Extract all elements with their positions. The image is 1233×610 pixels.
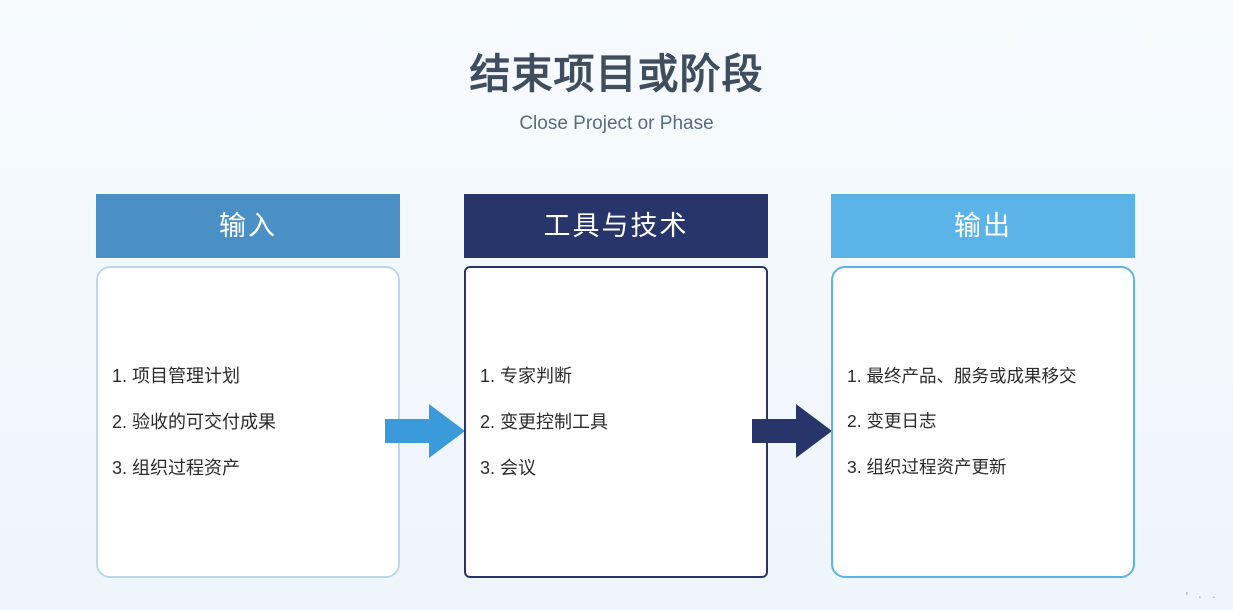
list-item: 2. 变更日志 [847, 411, 937, 432]
column-body-output: 1. 最终产品、服务或成果移交 2. 变更日志 3. 组织过程资产更新 [831, 266, 1135, 578]
column-tools: 工具与技术 1. 专家判断 2. 变更控制工具 3. 会议 [464, 194, 768, 578]
list-item: 2. 变更控制工具 [480, 411, 609, 432]
column-output: 输出 1. 最终产品、服务或成果移交 2. 变更日志 3. 组织过程资产更新 [831, 194, 1135, 578]
page-title: 结束项目或阶段 [469, 51, 764, 97]
column-input: 输入 1. 项目管理计划 2. 验收的可交付成果 3. 组织过程资产 [96, 194, 400, 578]
column-header-tools: 工具与技术 [464, 194, 768, 258]
list-item: 1. 专家判断 [480, 365, 573, 386]
column-body-tools: 1. 专家判断 2. 变更控制工具 3. 会议 [464, 266, 768, 578]
list-item: 3. 会议 [480, 458, 537, 479]
list-item: 2. 验收的可交付成果 [112, 411, 277, 432]
list-item: 1. 项目管理计划 [112, 365, 241, 386]
arrow-input-to-tools [385, 404, 465, 458]
column-header-input: 输入 [96, 194, 400, 258]
corner-marks: ' · · [1185, 589, 1219, 604]
column-header-output: 输出 [831, 194, 1135, 258]
page-subtitle: Close Project or Phase [519, 113, 714, 134]
arrow-tools-to-output [752, 404, 832, 458]
list-item: 3. 组织过程资产 [112, 458, 241, 479]
list-item: 3. 组织过程资产更新 [847, 456, 1007, 477]
list-item: 1. 最终产品、服务或成果移交 [847, 365, 1077, 386]
column-body-input: 1. 项目管理计划 2. 验收的可交付成果 3. 组织过程资产 [96, 266, 400, 578]
